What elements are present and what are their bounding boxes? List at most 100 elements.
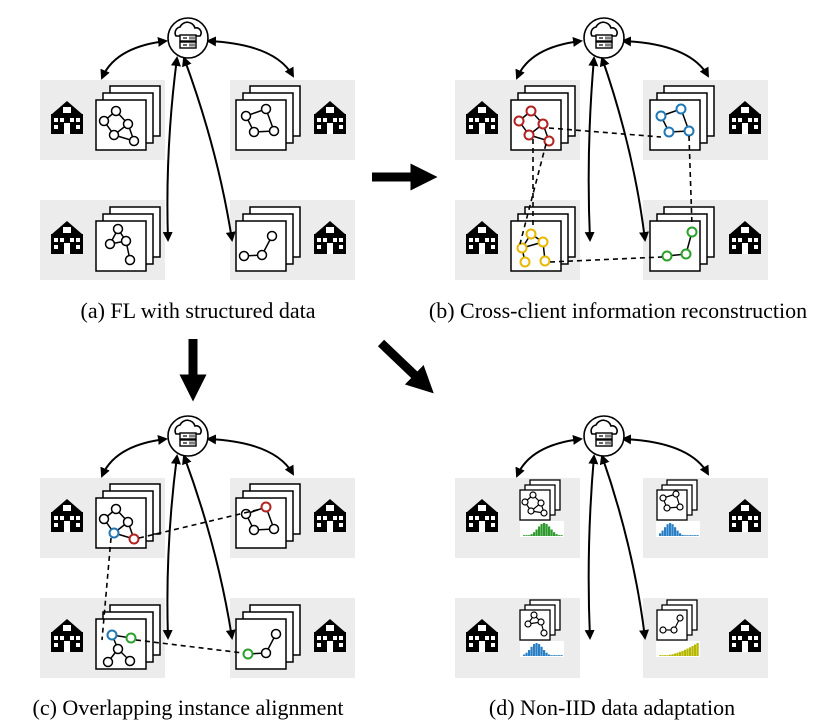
histogram-bar bbox=[550, 655, 553, 656]
histogram-icon bbox=[520, 641, 564, 657]
histogram-bar bbox=[691, 535, 694, 536]
histogram-bar bbox=[535, 643, 538, 656]
histogram-bar bbox=[560, 535, 563, 536]
green-nodes bbox=[661, 226, 698, 262]
caption-c: (c) Overlapping instance alignment bbox=[33, 695, 344, 720]
histogram-bar bbox=[555, 534, 558, 536]
histogram-bar bbox=[676, 652, 679, 656]
histogram-bar bbox=[525, 535, 528, 536]
graph-nodes bbox=[240, 508, 280, 536]
flow-arrows bbox=[179, 163, 438, 402]
cloud-server-icon bbox=[583, 17, 625, 59]
histogram-bar bbox=[538, 644, 541, 656]
panel-a: (a) FL with structured data bbox=[40, 17, 355, 323]
histogram-bar bbox=[558, 535, 561, 536]
histogram-bar bbox=[533, 532, 536, 536]
graph-document-stack-icon bbox=[235, 604, 301, 670]
histogram-bar bbox=[696, 535, 699, 536]
histogram-bar bbox=[691, 645, 694, 656]
histogram-bar bbox=[696, 643, 699, 656]
histogram-icon bbox=[520, 521, 564, 537]
cloud-server-icon bbox=[167, 17, 209, 59]
caption-b: (b) Cross-client information reconstruct… bbox=[429, 298, 807, 323]
histogram-bar bbox=[671, 654, 674, 656]
histogram-bar bbox=[530, 646, 533, 656]
graph-icon bbox=[659, 614, 684, 634]
histogram-bar bbox=[528, 535, 531, 536]
panel-d: (d) Non-IID data adaptation bbox=[455, 415, 768, 720]
histogram-bar bbox=[545, 523, 548, 536]
blue-node bbox=[108, 527, 120, 539]
histogram-bar bbox=[684, 535, 687, 536]
graph-icon bbox=[238, 230, 278, 262]
histogram-bar bbox=[548, 654, 551, 656]
caption-d: (d) Non-IID data adaptation bbox=[489, 695, 735, 720]
histogram-bar bbox=[689, 647, 692, 656]
histogram-bar bbox=[548, 526, 551, 536]
graph-icon bbox=[659, 490, 684, 512]
alignment-links bbox=[101, 508, 262, 654]
histogram-bar bbox=[676, 530, 679, 536]
arrow-diagonal bbox=[377, 339, 434, 394]
histogram-bar bbox=[525, 652, 528, 656]
histogram-bar bbox=[659, 655, 662, 656]
histogram-bar bbox=[528, 650, 531, 656]
histogram-bar bbox=[661, 530, 664, 536]
histogram-bar bbox=[669, 654, 672, 656]
graph-icon bbox=[521, 491, 548, 517]
histogram-bar bbox=[555, 655, 558, 656]
histogram-bar bbox=[659, 533, 662, 536]
histogram-bar bbox=[681, 650, 684, 656]
histogram-bar bbox=[553, 655, 556, 656]
histogram-bar bbox=[523, 654, 526, 656]
graph-icon bbox=[98, 105, 140, 147]
graph-nodes bbox=[102, 643, 136, 668]
blue-node bbox=[106, 629, 118, 641]
panel-b: (b) Cross-client information reconstruct… bbox=[429, 17, 807, 323]
yellow-nodes bbox=[516, 228, 551, 268]
green-node bbox=[242, 648, 254, 660]
histogram-bar bbox=[664, 655, 667, 656]
red-nodes bbox=[513, 105, 555, 147]
histogram-bar bbox=[674, 653, 677, 656]
histogram-bar bbox=[543, 650, 546, 656]
histogram-bar bbox=[664, 527, 667, 536]
red-node bbox=[128, 533, 140, 545]
histogram-bar bbox=[681, 534, 684, 536]
histogram-bar bbox=[535, 529, 538, 536]
graph-nodes bbox=[260, 628, 282, 659]
histogram-bar bbox=[558, 655, 561, 656]
histogram-bar bbox=[669, 523, 672, 536]
red-node bbox=[260, 501, 272, 513]
histogram-bar bbox=[523, 535, 526, 536]
histogram-bar bbox=[694, 644, 697, 656]
graph-icon bbox=[104, 223, 136, 266]
caption-a: (a) FL with structured data bbox=[81, 298, 316, 323]
histogram-bar bbox=[666, 524, 669, 536]
histogram-bar bbox=[543, 523, 546, 536]
communication-arrows bbox=[515, 36, 709, 242]
panel-c: (c) Overlapping instance alignment bbox=[33, 415, 355, 720]
graph-document-stack-icon bbox=[656, 599, 698, 641]
communication-arrows bbox=[100, 434, 294, 640]
histogram-bar bbox=[671, 524, 674, 536]
histogram-bar bbox=[686, 648, 689, 656]
histogram-bar bbox=[679, 651, 682, 656]
histogram-bar bbox=[679, 533, 682, 536]
communication-arrows bbox=[515, 434, 709, 640]
blue-nodes bbox=[655, 103, 695, 138]
histogram-bar bbox=[694, 535, 697, 536]
histogram-bar bbox=[674, 527, 677, 536]
graph-icon bbox=[240, 103, 280, 138]
graph-icon bbox=[524, 611, 548, 637]
communication-arrows bbox=[100, 36, 294, 242]
graph-nodes bbox=[98, 503, 134, 528]
histogram-bar bbox=[661, 655, 664, 656]
histogram-icon bbox=[656, 641, 700, 657]
histogram-bar bbox=[530, 534, 533, 536]
graph-document-stack-icon bbox=[649, 206, 715, 272]
cloud-server-icon bbox=[583, 415, 625, 457]
histogram-bar bbox=[533, 644, 536, 656]
histogram-bar bbox=[545, 652, 548, 656]
green-node bbox=[125, 632, 137, 644]
